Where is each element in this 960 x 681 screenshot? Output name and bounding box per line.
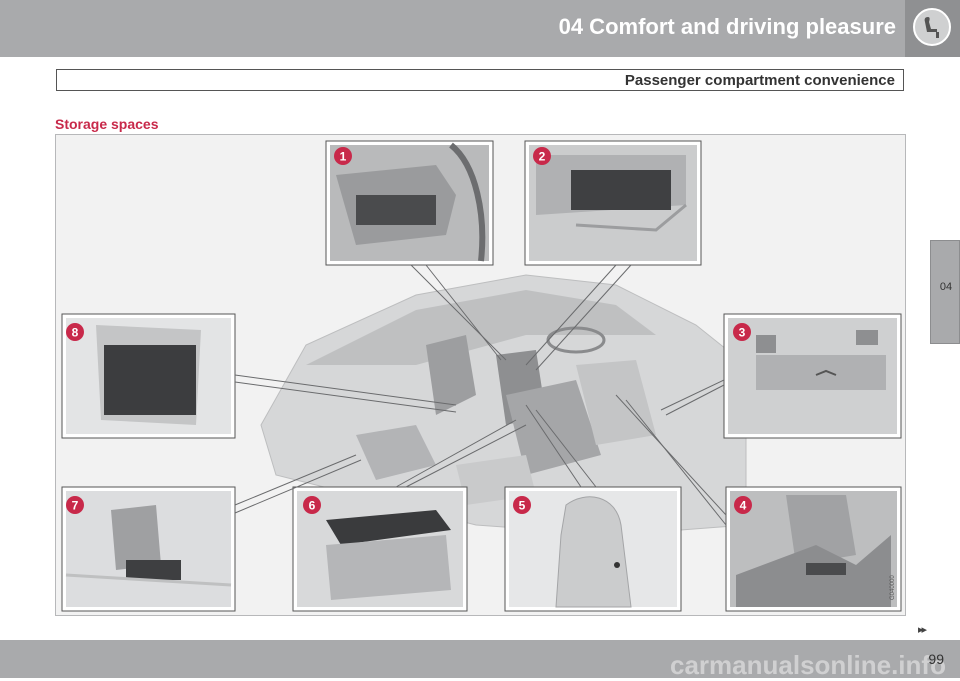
inset-4-center-console [725, 486, 902, 612]
header-bar [0, 0, 960, 57]
callout-7: 7 [66, 496, 84, 514]
inset-2-seat-pocket [524, 140, 702, 266]
footer-bar [0, 640, 960, 678]
watermark: carmanualsonline.info [670, 650, 946, 680]
callout-6: 6 [303, 496, 321, 514]
leader-lines [234, 264, 727, 526]
inset-5-headrest-pocket [504, 486, 682, 612]
callout-2: 2 [533, 147, 551, 165]
callout-8-label: 8 [72, 326, 79, 340]
inset-8-backrest-pocket [61, 313, 236, 439]
storage-spaces-figure: 1 2 3 4 5 6 7 8 G040000 [55, 134, 906, 616]
section-bar: Passenger compartment convenience [56, 69, 904, 91]
figure-illustration: 1 2 3 4 5 6 7 8 G040000 [61, 140, 902, 612]
page-number: 99 [928, 651, 944, 667]
callout-5: 5 [513, 496, 531, 514]
chapter-tab[interactable]: 04 [930, 240, 960, 344]
section-title: Passenger compartment convenience [624, 72, 895, 89]
chapter-tab-label: 04 [939, 281, 953, 293]
callout-6-label: 6 [309, 499, 316, 513]
inset-7-rear-armrest [61, 486, 236, 612]
inset-1-door-pocket [325, 140, 494, 266]
callout-1-label: 1 [340, 150, 347, 164]
callout-3: 3 [733, 323, 751, 341]
callout-1: 1 [334, 147, 352, 165]
callout-7-label: 7 [72, 499, 79, 513]
chapter-title: 04 Comfort and driving pleasure [558, 14, 896, 39]
inset-6-armrest-console [292, 486, 468, 612]
callout-2-label: 2 [539, 150, 546, 164]
callout-4-label: 4 [740, 499, 747, 513]
image-code: G040000 [890, 575, 896, 600]
cabin-illustration [260, 274, 747, 536]
inset-3-glovebox [723, 313, 902, 439]
callout-3-label: 3 [739, 326, 746, 340]
seat-icon [913, 8, 951, 46]
callout-5-label: 5 [519, 499, 526, 513]
callout-4: 4 [734, 496, 752, 514]
callout-8: 8 [66, 323, 84, 341]
next-page-marker: ▸▸ [918, 624, 927, 636]
page-heading: Storage spaces [55, 116, 159, 132]
